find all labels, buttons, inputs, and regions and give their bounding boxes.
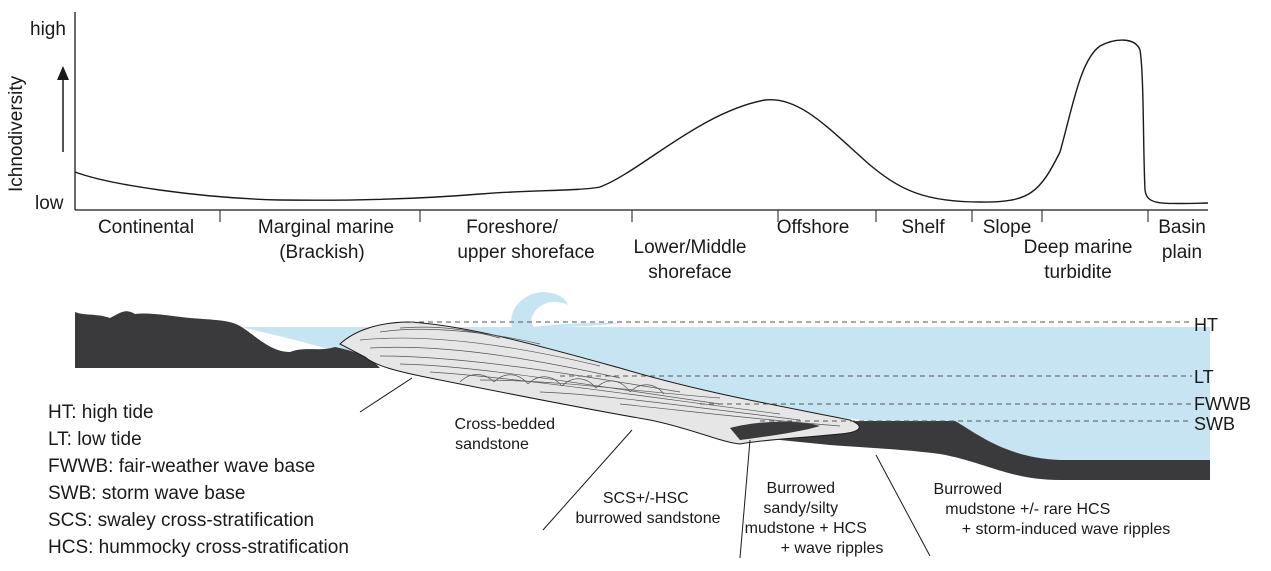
y-high-label: high xyxy=(30,19,66,40)
water-level-lines xyxy=(410,321,1192,422)
zone-labels: Continental Marginal marine(Brackish) Fo… xyxy=(98,217,1206,283)
ichnodiversity-curve xyxy=(74,39,1209,205)
level-label-ht: HT xyxy=(1194,315,1218,335)
mudstone-basin xyxy=(740,421,1210,480)
zone-label: Shelf xyxy=(901,217,945,238)
level-label-swb: SWB xyxy=(1194,414,1235,434)
legend-item: HCS: hummocky cross-stratification xyxy=(48,537,349,558)
ichnodiversity-plot: high low Ichnodiversity Continental Marg… xyxy=(6,12,1209,283)
deposit-label: Burrowed sandy/silty mudstone + HCS + wa… xyxy=(745,480,884,557)
mudstone-body xyxy=(75,311,380,368)
zone-ticks xyxy=(219,210,1149,222)
increase-arrow-icon xyxy=(57,66,69,152)
abbreviation-legend: HT: high tide LT: low tide FWWB: fair-we… xyxy=(48,402,349,558)
zone-label: Offshore xyxy=(777,217,850,238)
water-level-labels: HT LT FWWB SWB xyxy=(1194,315,1251,434)
swaley-scours xyxy=(459,374,665,395)
wave-icon xyxy=(511,292,620,328)
y-axis-title: Ichnodiversity xyxy=(6,75,27,192)
legend-item: FWWB: fair-weather wave base xyxy=(48,456,315,477)
zone-label: Slope xyxy=(983,217,1032,238)
deposit-label: SCS+/-HSC burrowed sandstone xyxy=(576,490,721,527)
deposit-label: Cross-bedded sandstone xyxy=(455,416,560,453)
level-label-fwwb: FWWB xyxy=(1194,394,1251,414)
zone-label: Foreshore/upper shoreface xyxy=(457,217,594,263)
leader-lines xyxy=(359,377,931,559)
sandstone-tongue xyxy=(730,421,820,440)
legend-item: SCS: swaley cross-stratification xyxy=(48,510,314,531)
deposit-label: Burrowed mudstone +/- rare HCS + storm-i… xyxy=(934,481,1171,538)
y-low-label: low xyxy=(35,193,64,214)
legend-item: SWB: storm wave base xyxy=(48,483,245,504)
level-label-lt: LT xyxy=(1194,367,1214,387)
legend-item: LT: low tide xyxy=(48,429,142,450)
zone-label: Marginal marine(Brackish) xyxy=(258,217,394,263)
zone-label: Continental xyxy=(98,217,194,238)
legend-item: HT: high tide xyxy=(48,402,154,423)
sandstone-laminae xyxy=(359,326,841,427)
cross-section: HT LT FWWB SWB Cross-bedded sandstone SC… xyxy=(48,292,1251,559)
